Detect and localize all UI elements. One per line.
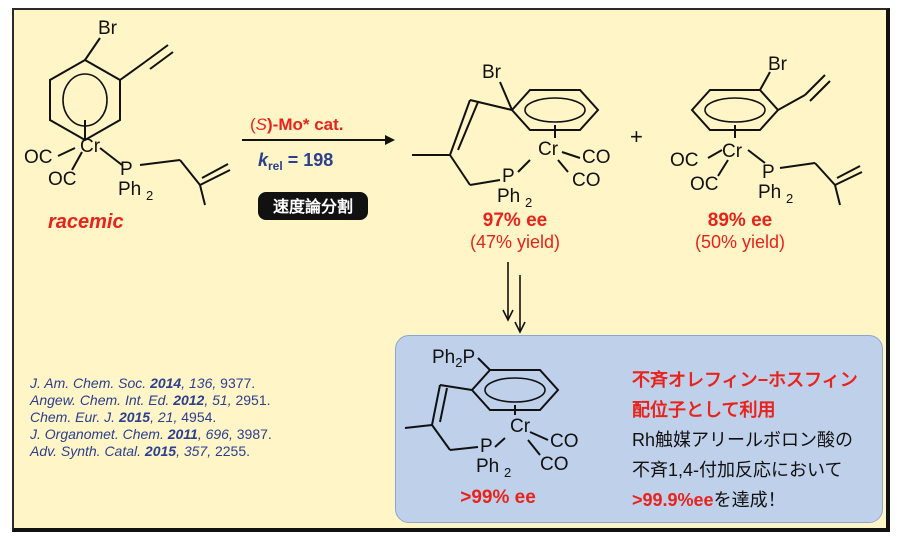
plus-sign: + — [630, 124, 643, 149]
derivative-co-label-2: CO — [540, 454, 569, 475]
reference-3: Chem. Eur. J. 2015, 21, 4954. — [30, 409, 217, 425]
start-br-label: Br — [98, 18, 118, 39]
starting-complex: Br Cr OC OC P Ph 2 racemic — [24, 18, 231, 233]
derivative-cr-label: Cr — [510, 416, 531, 437]
product-1-ph-label: Ph — [497, 186, 520, 207]
product-1-cr-label: Cr — [538, 139, 559, 160]
start-p-label: P — [120, 159, 133, 180]
note-line-5-rest: を達成！ — [713, 490, 786, 510]
derivative-co-label-1: CO — [550, 431, 579, 452]
note-line-1: 不斉オレフィン−ホスフィン — [632, 370, 858, 390]
product-2-yield: (50% yield) — [695, 232, 785, 252]
derivative-p-label: P — [480, 436, 493, 457]
product-1-yield: (47% yield) — [470, 232, 560, 252]
application-box — [395, 335, 883, 523]
start-ph-label: Ph — [118, 179, 141, 200]
product-2-complex: Br Cr OC OC P Ph 2 89% ee (50% yield) — [670, 54, 863, 252]
product-1-br-label: Br — [482, 62, 502, 83]
note-line-5: >99.9%eeを達成！ — [632, 486, 786, 514]
start-co-label-2: OC — [48, 169, 77, 190]
note-highlight: >99.9%ee — [632, 490, 714, 510]
derivative-ph2p-label: Ph2P — [432, 347, 475, 370]
note-line-3: Rh触媒アリールボロン酸の — [632, 430, 854, 450]
note-line-2: 配位子として利用 — [632, 400, 776, 420]
product-2-ph-label: Ph — [758, 182, 781, 203]
product-2-p-label: P — [762, 162, 775, 183]
derivative-ph-subscript: 2 — [504, 465, 511, 480]
kinetic-resolution-badge — [258, 192, 368, 220]
start-co-label-1: OC — [24, 147, 53, 168]
derivatization-arrows — [502, 262, 526, 334]
product-2-br-label: Br — [768, 54, 788, 75]
product-2-co-label-1: OC — [670, 150, 699, 171]
derivative-ph-label: Ph — [476, 456, 499, 477]
product-1-p-label: P — [502, 166, 515, 187]
product-2-ee: 89% ee — [708, 210, 772, 231]
start-ph-subscript: 2 — [146, 188, 153, 203]
product-1-co-label-2: CO — [572, 170, 601, 191]
product-2-ph-subscript: 2 — [786, 191, 793, 206]
reaction-arrow: (S)-Mo* cat. krel = 198 速度論分割 — [242, 115, 395, 220]
reference-4: J. Organomet. Chem. 2011, 696, 3987. — [30, 426, 272, 442]
product-1-complex: Br Cr CO CO P Ph 2 97% ee (47% yield) — [412, 62, 611, 252]
krel-label: krel = 198 — [258, 150, 333, 173]
product-2-cr-label: Cr — [722, 141, 743, 162]
kinetic-resolution-text: 速度論分割 — [273, 197, 353, 216]
start-cr-label: Cr — [80, 136, 101, 157]
reference-1: J. Am. Chem. Soc. 2014, 136, 9377. — [30, 375, 256, 391]
product-1-co-label-1: CO — [582, 147, 611, 168]
note-line-4: 不斉1,4-付加反応において — [632, 460, 843, 480]
product-1-ph-subscript: 2 — [525, 195, 532, 210]
reference-2: Angew. Chem. Int. Ed. 2012, 51, 2951. — [30, 392, 271, 408]
catalyst-label: (S)-Mo* cat. — [250, 115, 344, 134]
racemic-label: racemic — [48, 211, 124, 233]
product-1-ee: 97% ee — [483, 210, 547, 231]
derivative-ee: >99% ee — [460, 487, 536, 508]
reference-5: Adv. Synth. Catal. 2015, 357, 2255. — [30, 443, 251, 459]
product-2-co-label-2: OC — [690, 174, 719, 195]
phosphine-derivative-complex: Ph2P Cr CO CO P Ph 2 >99% ee — [404, 347, 579, 508]
